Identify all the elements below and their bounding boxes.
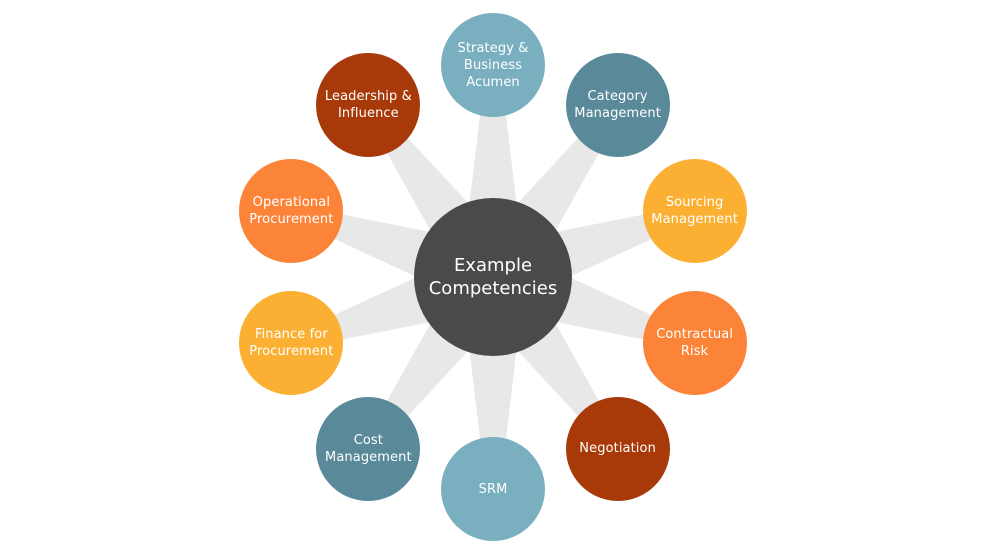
node-label: Finance for Procurement (249, 326, 334, 359)
node-label: Strategy & Business Acumen (457, 40, 529, 90)
spoke (551, 275, 659, 341)
node-label: Negotiation (579, 441, 656, 456)
node-label: Cost Management (325, 432, 412, 465)
node-contractual-risk: Contractual Risk (642, 290, 747, 395)
node-label: SRM (478, 481, 508, 497)
node-label: Operational Procurement (249, 195, 334, 228)
node-label: Sourcing Management (651, 195, 738, 228)
node-sourcing-management: Sourcing Management (642, 159, 747, 264)
node-finance-for-procurement: Finance for Procurement (239, 290, 344, 395)
spoke (469, 346, 517, 447)
spoke (469, 107, 517, 208)
spoke (514, 132, 603, 236)
node-category-management: Category Management (565, 53, 670, 158)
node-cost-management: Cost Management (316, 396, 421, 501)
node-negotiation: Negotiation (565, 396, 670, 501)
spoke (551, 213, 659, 279)
node-label: Category Management (574, 89, 661, 122)
node-strategy-business-acumen: Strategy & Business Acumen (441, 13, 545, 117)
node-srm: SRM (441, 437, 545, 541)
node-label: Contractual Risk (656, 326, 734, 359)
node-operational-procurement: Operational Procurement (239, 159, 344, 264)
node-label: Leadership & Influence (324, 89, 412, 122)
spoke (383, 318, 472, 422)
spoke (327, 275, 435, 341)
node-leadership-influence: Leadership & Influence (316, 53, 421, 158)
spoke (327, 213, 435, 279)
center-label: Example Competencies (428, 255, 558, 299)
spoke (514, 318, 603, 422)
center-hub: Example Competencies (414, 198, 572, 356)
